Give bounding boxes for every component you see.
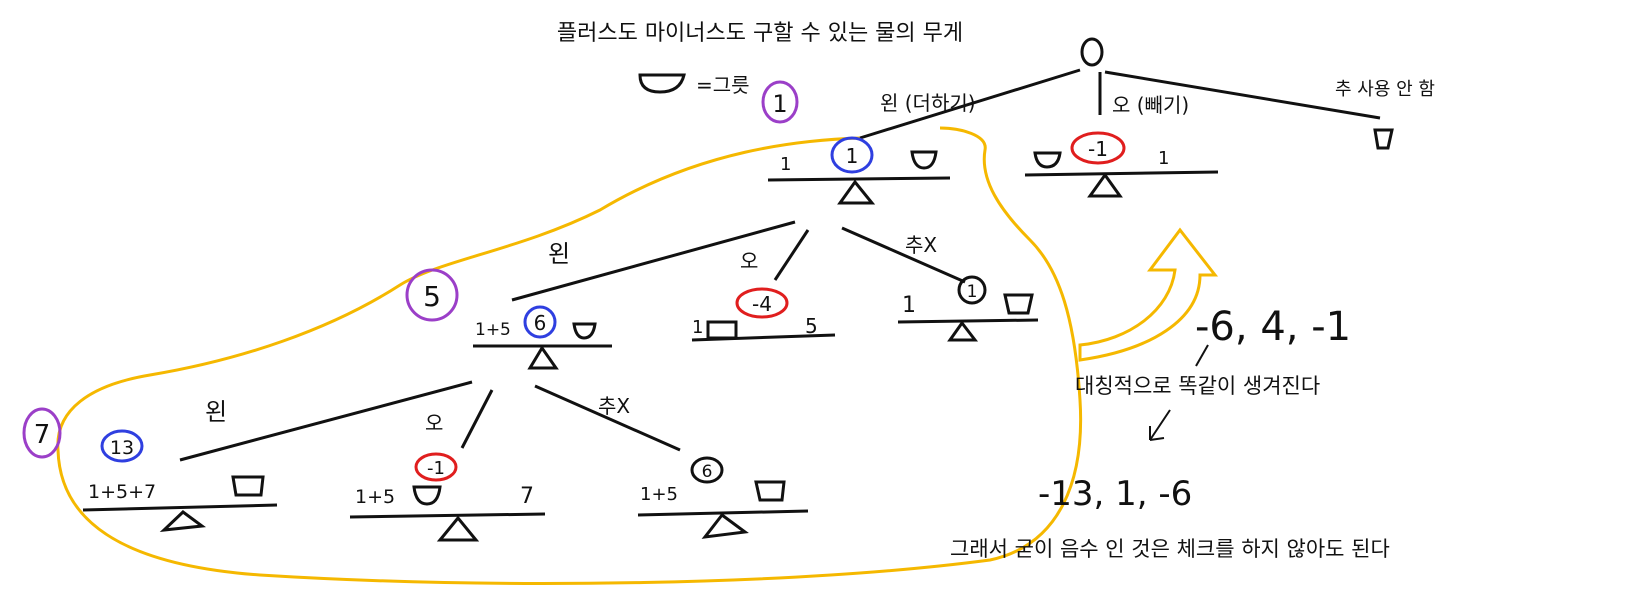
legend: =그릇 bbox=[638, 73, 750, 97]
scale-level1-left: 1 1 bbox=[767, 136, 951, 205]
negative-values-top: -6, 4, -1 bbox=[1195, 304, 1351, 350]
result-value: -1 bbox=[1088, 137, 1108, 161]
bowl-icon bbox=[412, 485, 442, 506]
pan-right-text: 7 bbox=[520, 484, 534, 509]
result-value: -1 bbox=[427, 458, 445, 479]
bowl-icon bbox=[1033, 151, 1062, 169]
scale-level7-mid: 1+5 -1 7 bbox=[349, 452, 546, 542]
branch-right-label: 오 bbox=[740, 249, 758, 273]
bowl-icon bbox=[572, 322, 597, 340]
scale-level7-left: 13 1+5+7 bbox=[82, 429, 278, 532]
weight-label-text: 1 bbox=[772, 90, 787, 118]
result-value: 6 bbox=[702, 462, 713, 482]
result-value: 1 bbox=[967, 282, 978, 302]
yellow-boundary bbox=[56, 126, 1083, 585]
bowl-icon bbox=[754, 480, 786, 502]
scale-level1-right: -1 1 bbox=[1024, 131, 1219, 198]
root-right-label: 오 (빼기) bbox=[1112, 93, 1189, 117]
bowl-icon bbox=[706, 320, 738, 340]
scale-level5-left: 1+5 6 bbox=[473, 305, 612, 370]
result-value: 13 bbox=[110, 437, 134, 459]
pan-left-text: 1+5 bbox=[355, 486, 395, 508]
root-left-label: 왼 (더하기) bbox=[880, 91, 976, 115]
branch-left-label: 왼 bbox=[548, 240, 570, 268]
branch-left-label: 왼 bbox=[205, 398, 227, 426]
pan-left-text: 1 bbox=[780, 154, 791, 175]
weight-label-1: 1 bbox=[761, 80, 799, 124]
bowl-icon bbox=[1003, 293, 1034, 315]
root-circle bbox=[1080, 37, 1104, 67]
root-node: 왼 (더하기) 오 (빼기) 추 사용 안 함 bbox=[859, 37, 1435, 150]
symmetric-note: 대칭적으로 똑같이 생겨진다 bbox=[1075, 374, 1320, 398]
bowl-icon bbox=[638, 73, 686, 94]
pan-right-text: 1 bbox=[1158, 148, 1169, 169]
legend-label: =그릇 bbox=[696, 73, 750, 97]
weight-label-text: 7 bbox=[34, 420, 51, 450]
negative-values-bottom: -13, 1, -6 bbox=[1038, 474, 1192, 514]
branch-none-label: 추X bbox=[598, 394, 630, 418]
diagram-title: 플러스도 마이너스도 구할 수 있는 물의 무게 bbox=[557, 21, 963, 46]
pan-left-text: 1 bbox=[902, 293, 916, 318]
pan-left-text: 1 bbox=[692, 317, 703, 338]
pan-right-text: 5 bbox=[805, 314, 818, 338]
scale-level7-right: 1+5 6 bbox=[637, 456, 809, 539]
branch-right-label: 오 bbox=[425, 411, 443, 435]
down-arrow-icon bbox=[1149, 409, 1171, 441]
pan-left-text: 1+5 bbox=[640, 484, 678, 505]
result-value: 1 bbox=[846, 144, 859, 168]
conclusion-note: 그래서 굳이 음수 인 것은 체크를 하지 않아도 된다 bbox=[950, 537, 1390, 561]
weight-label-7: 7 bbox=[22, 407, 62, 459]
pointer-stroke bbox=[1195, 344, 1209, 367]
branch-none-label: 추X bbox=[905, 233, 937, 257]
result-value: 6 bbox=[534, 311, 547, 335]
weight-label-text: 5 bbox=[423, 280, 441, 313]
weight-label-5: 5 bbox=[405, 268, 459, 322]
bowl-icon bbox=[1373, 128, 1394, 150]
pan-left-text: 1+5+7 bbox=[88, 481, 156, 503]
scale-level5-mid: 1 -4 5 bbox=[691, 287, 836, 342]
yellow-arrow bbox=[1078, 227, 1219, 362]
scale-level5-right: 1 1 bbox=[897, 275, 1039, 342]
bowl-icon bbox=[910, 150, 938, 170]
root-unused-label: 추 사용 안 함 bbox=[1335, 79, 1435, 100]
bowl-icon bbox=[231, 475, 265, 497]
pan-left-text: 1+5 bbox=[475, 320, 511, 340]
result-value: -4 bbox=[752, 292, 772, 316]
